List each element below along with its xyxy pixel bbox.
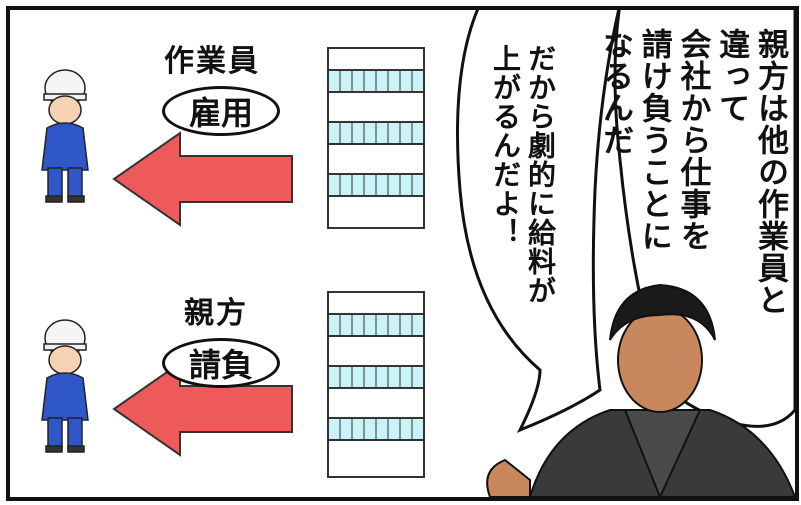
man-character xyxy=(486,283,795,497)
contract-badge: 請負 xyxy=(162,338,280,388)
worker-top xyxy=(41,69,89,203)
building-bottom xyxy=(327,291,425,478)
speech-text-left: だから劇的に給料が 上がるんだよ！ xyxy=(489,44,557,305)
arrow-top xyxy=(112,131,293,227)
building-top xyxy=(327,47,425,229)
arrow-bottom xyxy=(112,361,293,457)
worker-label: 作業員 xyxy=(164,44,260,79)
employment-badge: 雇用 xyxy=(162,86,280,136)
worker-bottom xyxy=(41,319,89,453)
speech-text-right: 親方は他の作業員と 違って 会社から仕事を 請け負うことに なるんだ xyxy=(597,28,788,316)
scene-art xyxy=(41,10,795,497)
speech-bubble-left xyxy=(456,10,621,433)
boss-label: 親方 xyxy=(184,296,248,331)
comic-panel: 作業員 雇用 親方 請負 親方は他の作業員と 違って 会社から仕事を 請け負うこ… xyxy=(6,6,799,501)
